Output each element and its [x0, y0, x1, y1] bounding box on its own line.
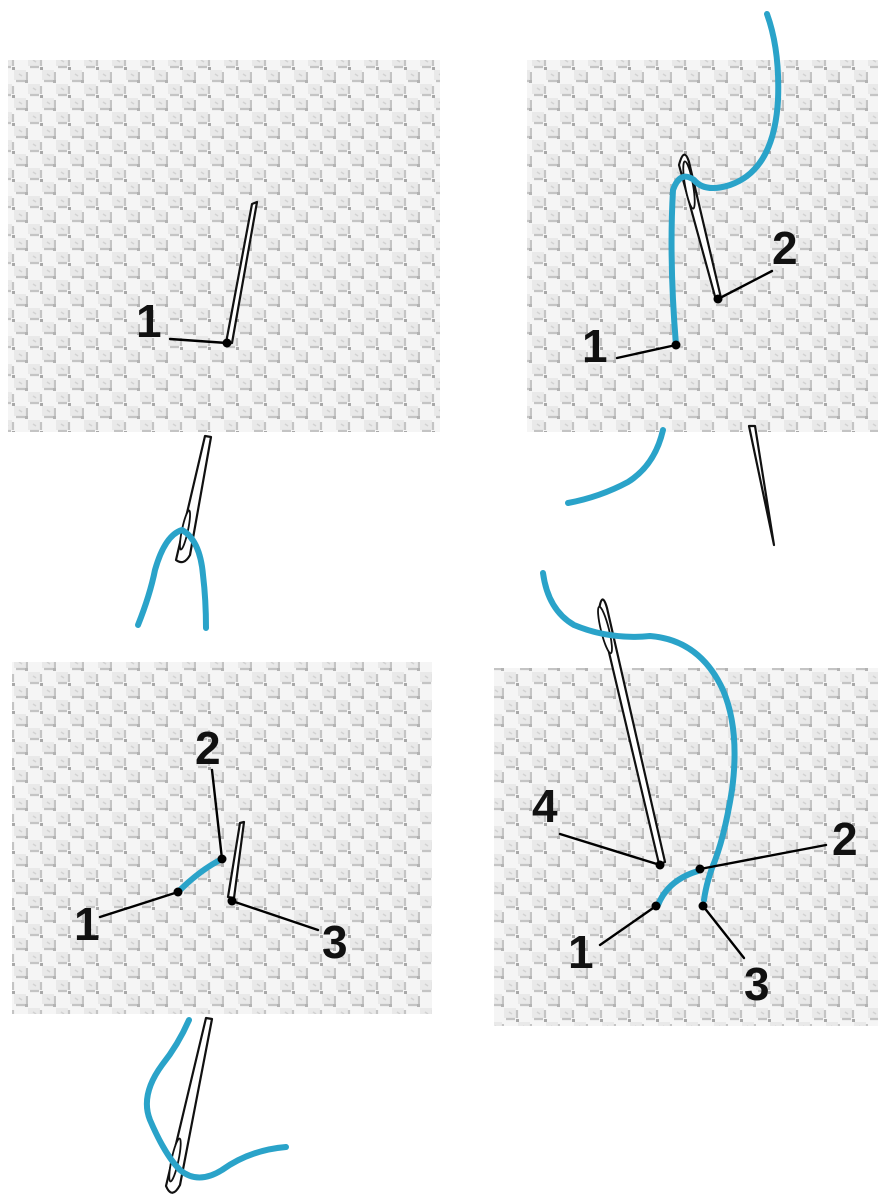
- label-2: 2: [195, 722, 221, 774]
- label-4: 4: [532, 780, 558, 832]
- needle-icon: [597, 598, 667, 866]
- needle-icon: [677, 153, 723, 302]
- label-1: 1: [582, 320, 608, 372]
- point-1-dot: [671, 340, 681, 350]
- label-1: 1: [568, 926, 594, 978]
- panel-step-3: 1 2 3: [12, 662, 432, 1194]
- label-2: 2: [832, 813, 858, 865]
- stitch-1-2: [655, 868, 701, 908]
- fabric-swatch: [12, 662, 432, 1014]
- point-3-dot: [698, 901, 708, 911]
- thread: [540, 570, 738, 903]
- point-2-dot: [695, 864, 705, 874]
- label-3: 3: [744, 958, 770, 1010]
- thread: [144, 1017, 289, 1181]
- label-3: 3: [322, 916, 348, 968]
- needle-tip-icon: [747, 424, 776, 547]
- point-4-dot: [655, 860, 665, 870]
- panel-step-2: 1 2: [527, 11, 878, 547]
- panel-step-1: 1: [8, 60, 440, 631]
- point-1-dot: [651, 901, 661, 911]
- thread: [135, 527, 209, 631]
- fabric-swatch: [8, 60, 440, 432]
- label-1: 1: [74, 898, 100, 950]
- label-1: 1: [136, 295, 162, 347]
- point-1-dot: [173, 887, 183, 897]
- point-2-dot: [713, 294, 723, 304]
- panel-step-4: 1 2 3 4: [494, 570, 878, 1026]
- point-3-dot: [227, 896, 237, 906]
- thread-tail: [565, 427, 666, 506]
- label-2: 2: [772, 222, 798, 274]
- point-1-dot: [222, 338, 232, 348]
- thread: [668, 11, 782, 348]
- point-2-dot: [217, 854, 227, 864]
